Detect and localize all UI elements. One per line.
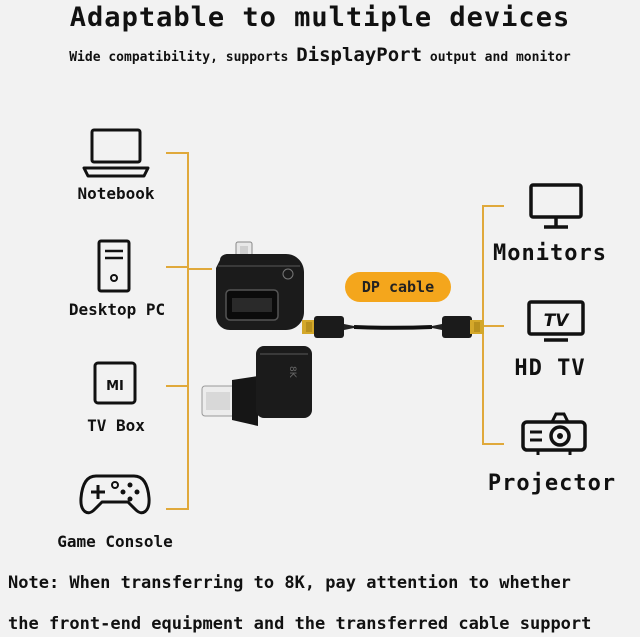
device-label-hd-tv: HD TV	[514, 356, 586, 381]
left-bracket-tick	[166, 152, 188, 154]
left-bracket-connector	[188, 268, 212, 270]
device-label-tv-box: TV Box	[87, 416, 145, 435]
gamepad-icon	[79, 474, 151, 515]
page-title: Adaptable to multiple devices	[69, 2, 571, 33]
dp-adapter-straight-image: 8K	[201, 346, 312, 426]
subtitle-highlight: DisplayPort	[296, 44, 423, 66]
left-bracket-vertical	[187, 152, 189, 510]
dp-adapter-right-angle-image	[216, 241, 304, 330]
subtitle-part2: output and monitor	[429, 50, 571, 65]
right-bracket-tick	[482, 325, 504, 327]
monitor-icon	[529, 183, 583, 229]
note-line-2: the front-end equipment and the transfer…	[8, 614, 592, 634]
tv-box-brand-text: MI	[106, 379, 124, 394]
device-label-notebook: Notebook	[77, 184, 155, 203]
dp-cable-badge: DP cable	[345, 272, 451, 302]
laptop-icon	[82, 128, 150, 178]
left-bracket-tick	[166, 508, 188, 510]
tv-icon: TV	[527, 300, 585, 342]
left-bracket-tick	[166, 385, 188, 387]
projector-icon	[521, 412, 587, 455]
tv-icon-text: TV	[544, 311, 571, 331]
right-bracket-tick	[482, 443, 504, 445]
dp-cable-image	[302, 316, 484, 338]
left-bracket-tick	[166, 266, 188, 268]
subtitle-part1: Wide compatibility, supports	[69, 50, 289, 65]
device-label-monitors: Monitors	[493, 241, 607, 266]
device-label-game-console: Game Console	[57, 532, 173, 551]
right-bracket-tick	[482, 205, 504, 207]
device-label-desktop-pc: Desktop PC	[68, 300, 166, 319]
subtitle: Wide compatibility, supports DisplayPort…	[0, 44, 640, 66]
device-label-projector: Projector	[487, 471, 617, 496]
tv-box-icon: MI	[93, 361, 137, 405]
desktop-tower-icon	[97, 239, 131, 293]
adapter-8k-marking: 8K	[287, 366, 297, 379]
note-line-1: Note: When transferring to 8K, pay atten…	[8, 573, 571, 593]
